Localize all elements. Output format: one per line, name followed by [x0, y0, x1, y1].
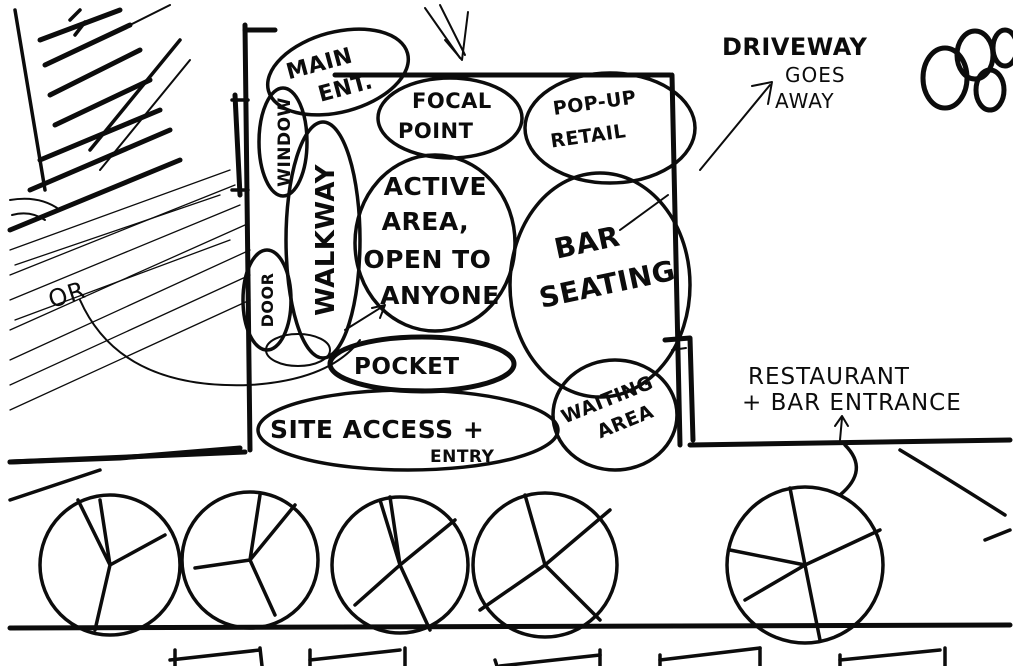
active-area-line-4: ANYONE: [380, 281, 500, 310]
focal-point-label: FOCAL POINT: [398, 89, 500, 143]
street-tree-3: [332, 497, 468, 633]
or-note: OR: [45, 276, 89, 314]
restaurant-entrance-arrow: [835, 416, 848, 440]
window-label: WINDOW: [275, 97, 295, 187]
restaurant-entrance-line-2: + BAR ENTRANCE: [742, 390, 962, 416]
left-hatching: [10, 5, 250, 410]
street-tree-4: [473, 493, 617, 637]
active-area-label: ACTIVE AREA, OPEN TO ANYONE: [363, 172, 500, 310]
active-area-line-1: ACTIVE: [384, 172, 487, 201]
restaurant-entrance-line-1: RESTAURANT: [748, 364, 910, 390]
tree-cluster-icon: [923, 30, 1013, 110]
active-area-line-2: AREA,: [382, 207, 470, 236]
driveway-note-line-3: AWAY: [775, 89, 835, 113]
small-door-bubble: [266, 334, 330, 366]
bar-seating-line-1: BAR: [551, 220, 622, 266]
street-edge: [10, 440, 1010, 666]
driveway-note-title: DRIVEWAY: [722, 33, 867, 61]
bar-seating-label: BAR SEATING: [527, 210, 678, 315]
walkway-label: WALKWAY: [311, 163, 341, 315]
pocket-label: POCKET: [354, 354, 460, 380]
site-access-line-1: SITE ACCESS +: [270, 415, 484, 444]
door-label: DOOR: [258, 273, 277, 328]
street-tree-1: [40, 495, 180, 635]
focal-point-line-2: POINT: [398, 119, 474, 143]
entry-arrow: [425, 5, 468, 60]
main-entrance-label: MAIN ENT.: [284, 40, 376, 114]
popup-retail-line-2: RETAIL: [549, 120, 627, 152]
site-access-line-2: ENTRY: [430, 447, 495, 467]
driveway-note-line-2: GOES: [785, 63, 846, 87]
street-tree-2: [182, 492, 318, 628]
waiting-area-label: WAITING AREA: [558, 369, 673, 453]
street-tree-5: [727, 487, 883, 643]
popup-retail-line-1: POP-UP: [552, 86, 638, 119]
popup-retail-label: POP-UP RETAIL: [545, 85, 650, 152]
focal-point-line-1: FOCAL: [412, 89, 492, 113]
active-area-line-3: OPEN TO: [363, 245, 491, 274]
